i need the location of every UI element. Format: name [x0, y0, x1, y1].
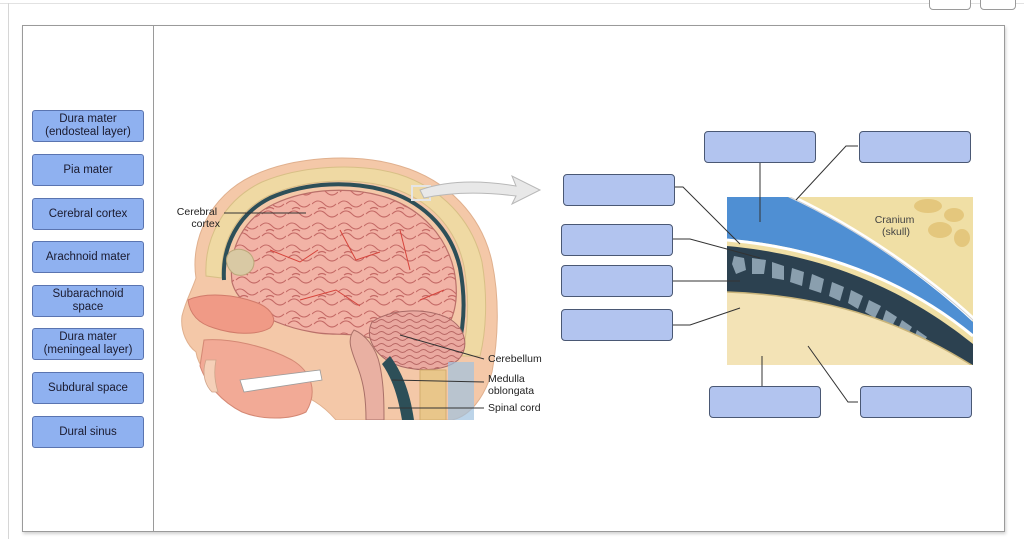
label-chip-dura-endosteal[interactable]: Dura mater(endosteal layer) [32, 110, 144, 142]
label-chip-dura-meningeal[interactable]: Dura mater(meningeal layer) [32, 328, 144, 360]
brain-leader-lines [224, 212, 485, 409]
drop-zone-8[interactable] [860, 386, 972, 418]
label-chip-pia-mater[interactable]: Pia mater [32, 154, 144, 186]
label-chip-dural-sinus[interactable]: Dural sinus [32, 416, 144, 448]
label-chip-subdural-space[interactable]: Subdural space [32, 372, 144, 404]
label-bank: Dura mater(endosteal layer) Pia mater Ce… [23, 26, 154, 531]
label-cerebellum: Cerebellum [488, 353, 542, 365]
label-chip-cerebral-cortex[interactable]: Cerebral cortex [32, 198, 144, 230]
inset-leader-lines [672, 145, 858, 403]
drop-zone-3[interactable] [561, 265, 673, 297]
drop-zone-5[interactable] [704, 131, 816, 163]
toolbar-button-1[interactable] [929, 0, 971, 10]
zoom-arrow [419, 174, 542, 206]
drop-zone-7[interactable] [709, 386, 821, 418]
meninges-inset [727, 197, 973, 365]
toolbar-button-2[interactable] [980, 0, 1016, 10]
label-medulla-oblongata: Medulla oblongata [488, 373, 534, 397]
left-divider [8, 3, 9, 539]
drop-zone-6[interactable] [859, 131, 971, 163]
label-cranium: Cranium (skull) [875, 214, 918, 238]
drop-zone-4[interactable] [561, 309, 673, 341]
brain-sagittal-illustration [181, 157, 498, 420]
top-divider [0, 3, 1024, 4]
drop-zone-2[interactable] [561, 224, 673, 256]
drop-zone-1[interactable] [563, 174, 675, 206]
label-cerebral-cortex: Cerebral cortex [177, 206, 221, 230]
label-spinal-cord: Spinal cord [488, 402, 541, 414]
label-chip-arachnoid-mater[interactable]: Arachnoid mater [32, 241, 144, 273]
